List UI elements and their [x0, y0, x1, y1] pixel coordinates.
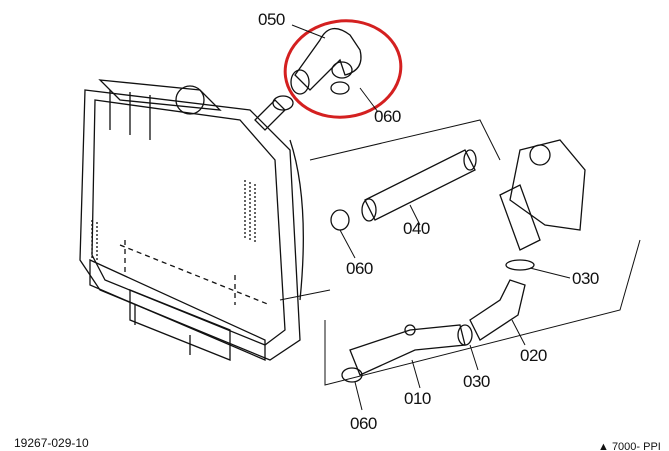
hose-020 [469, 279, 526, 341]
part-label-020: 020 [520, 346, 547, 365]
part-label-060: 060 [350, 414, 377, 433]
part-label-060: 060 [374, 107, 401, 126]
part-label-010: 010 [404, 389, 431, 408]
corner-code: ▲ 7000- PPI [598, 441, 661, 451]
highlight-circle [283, 19, 403, 119]
clamp-060-middle [330, 209, 350, 231]
pipe-010 [349, 324, 466, 376]
part-label-050: 050 [258, 10, 285, 29]
water-pump [499, 139, 586, 251]
part-label-030: 030 [572, 269, 599, 288]
part-label-060: 060 [346, 259, 373, 278]
clamp-060-upper [330, 81, 350, 95]
part-label-040: 040 [403, 219, 430, 238]
hose-040 [361, 149, 477, 222]
radiator [79, 79, 304, 361]
clamp-060-bottom [341, 367, 363, 383]
part-label-030: 030 [463, 372, 490, 391]
figure-id: 19267-029-10 [14, 436, 89, 450]
clamp-030-lower [457, 324, 473, 346]
clamp-030-pump [505, 259, 535, 271]
upper-hose-050 [290, 28, 362, 95]
clamp-060-upper-left [272, 95, 294, 111]
